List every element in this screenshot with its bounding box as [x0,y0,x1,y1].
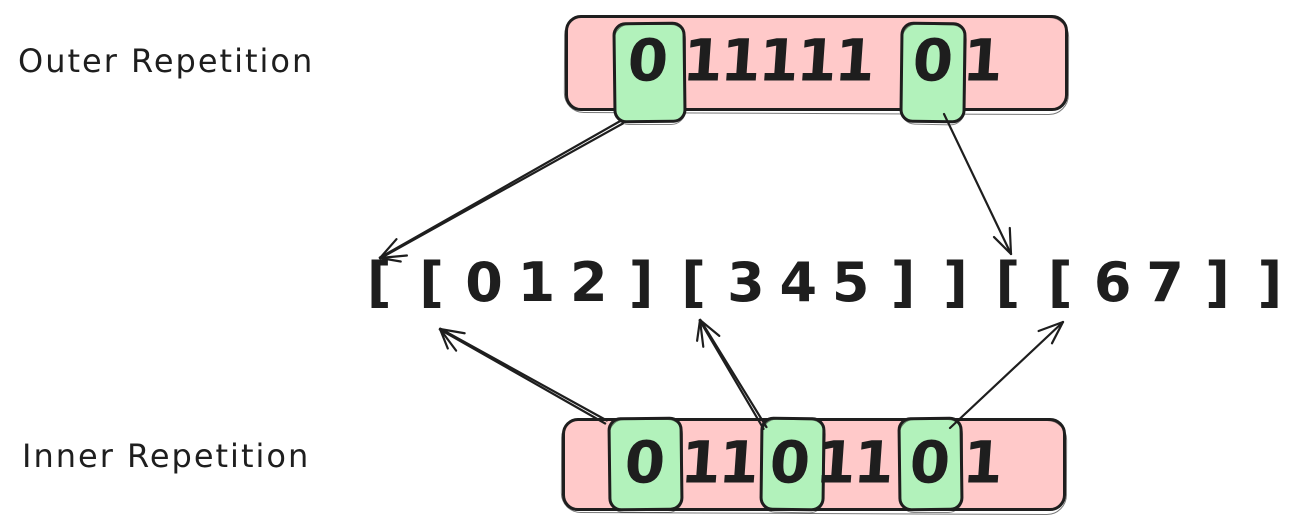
arrow-outer-highlight-6-to-group-2 [942,112,1013,256]
bit-digit: 1 [832,26,878,95]
expression-token: ] [1205,251,1230,314]
arrow-inner-highlight-0-to-subgroup-0 [438,327,608,425]
bit-digit: 1 [716,428,762,497]
expression-token: ] [628,251,654,314]
expression-token: [ [995,251,1021,314]
bit-digit: 0 [625,26,671,95]
expression-token: 3 [727,251,765,314]
outer-repetition-label: Outer Repetition [18,42,315,80]
expression-token: ] [943,251,968,314]
expression-token: 2 [569,251,608,314]
expression-token: [ [681,251,706,314]
bit-digit: 0 [622,428,668,497]
expression-token: 5 [831,251,870,314]
bit-digit: 1 [851,428,897,497]
arrow-inner-highlight-6-to-subgroup-2 [948,320,1065,430]
bit-digit: 1 [960,428,1006,497]
bit-digit: 0 [767,428,813,497]
expression-token: ] [1257,251,1283,314]
arrow-outer-highlight-0-to-group-0 [378,119,624,263]
expression-token: 0 [465,251,503,314]
bit-digit: 0 [910,26,956,95]
expression-token: 1 [517,251,556,314]
expression-token: 7 [1146,251,1184,314]
bit-digit: 1 [960,26,1006,95]
expression-token: 4 [779,251,818,314]
expression-token: [ [366,251,392,314]
expression-token: [ [1047,251,1073,314]
inner-repetition-label: Inner Repetition [22,437,311,475]
arrow-inner-highlight-3-to-subgroup-1 [696,318,768,430]
bit-digit: 0 [907,428,953,497]
expression-token: [ [419,251,444,314]
expression-token: 6 [1093,251,1132,314]
expression-token: ] [890,251,916,314]
